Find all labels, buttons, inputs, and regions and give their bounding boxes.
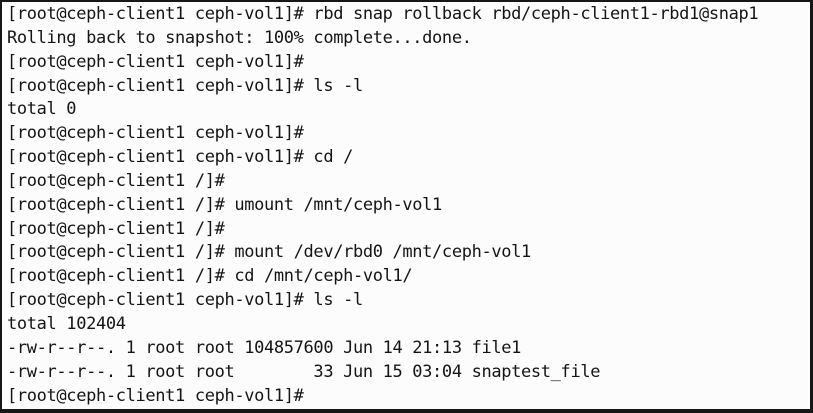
terminal-line-prompt: [root@ceph-client1 /]# bbox=[7, 218, 225, 239]
terminal-line-file-entry-file1: -rw-r--r--. 1 root root 104857600 Jun 14… bbox=[7, 337, 522, 358]
terminal-line-prompt-final: [root@ceph-client1 ceph-vol1]# bbox=[7, 385, 304, 406]
terminal-line-prompt: [root@ceph-client1 ceph-vol1]# bbox=[7, 123, 304, 144]
terminal-line-prompt: [root@ceph-client1 ceph-vol1]# bbox=[7, 51, 304, 72]
terminal-line-ls-total: total 102404 bbox=[7, 313, 126, 334]
terminal-line-rollback-progress: Rolling back to snapshot: 100% complete.… bbox=[7, 27, 472, 48]
terminal-line-command-ls-2: [root@ceph-client1 ceph-vol1]# ls -l bbox=[7, 290, 363, 311]
terminal-line-command-rbd-snap-rollback: [root@ceph-client1 ceph-vol1]# rbd snap … bbox=[7, 4, 759, 24]
terminal-line-ls-total-empty: total 0 bbox=[7, 99, 77, 120]
terminal-line-command-cd-root: [root@ceph-client1 ceph-vol1]# cd / bbox=[7, 147, 353, 168]
terminal-line-command-mount: [root@ceph-client1 /]# mount /dev/rbd0 /… bbox=[7, 242, 531, 263]
terminal-line-command-umount: [root@ceph-client1 /]# umount /mnt/ceph-… bbox=[7, 194, 442, 215]
terminal-line-file-entry-snaptest: -rw-r--r--. 1 root root 33 Jun 15 03:04 … bbox=[7, 361, 601, 382]
terminal-screen[interactable]: [root@ceph-client1 ceph-vol1]# rbd snap … bbox=[2, 2, 810, 409]
terminal-line-command-cd-mnt: [root@ceph-client1 /]# cd /mnt/ceph-vol1… bbox=[7, 266, 413, 287]
terminal-line-prompt: [root@ceph-client1 /]# bbox=[7, 170, 225, 191]
terminal-line-command-ls: [root@ceph-client1 ceph-vol1]# ls -l bbox=[7, 75, 363, 96]
